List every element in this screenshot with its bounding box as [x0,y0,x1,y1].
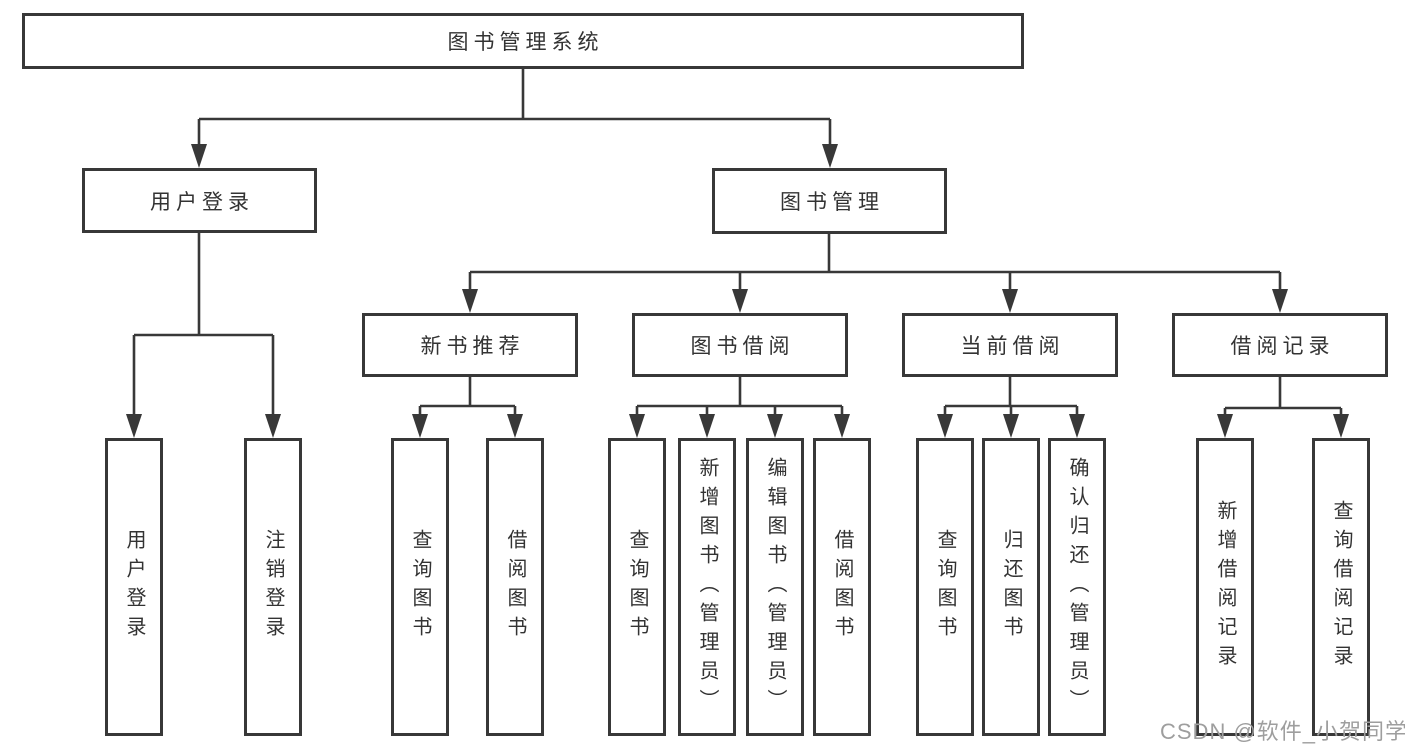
leaf-query-borrow-record: 查询借阅记录 [1312,438,1370,736]
leaf-logout: 注销登录 [244,438,302,736]
node-label: 借阅图书 [504,529,526,645]
node-label: 新增图书（管理员） [696,456,718,718]
node-label: 编辑图书（管理员） [764,456,786,718]
node-book-management: 图书管理 [712,168,947,234]
leaf-borrow-books-recommend: 借阅图书 [486,438,544,736]
node-new-book-recommend: 新书推荐 [362,313,578,377]
node-root: 图书管理系统 [22,13,1024,69]
leaf-user-login: 用户登录 [105,438,163,736]
node-current-borrow: 当前借阅 [902,313,1118,377]
node-label: 查询图书 [626,529,648,645]
node-label: 查询借阅记录 [1330,500,1352,674]
node-label: 用户登录 [150,190,254,214]
leaf-add-book-admin: 新增图书（管理员） [678,438,736,736]
leaf-query-books-recommend: 查询图书 [391,438,449,736]
node-label: 用户登录 [123,529,145,645]
leaf-add-borrow-record: 新增借阅记录 [1196,438,1254,736]
leaf-edit-book-admin: 编辑图书（管理员） [746,438,804,736]
node-label: 图书管理 [780,191,884,214]
node-label: 当前借阅 [960,335,1065,358]
node-book-borrow: 图书借阅 [632,313,848,377]
node-label: 新书推荐 [420,335,525,358]
node-label: 借阅记录 [1230,335,1335,358]
leaf-return-book: 归还图书 [982,438,1040,736]
leaf-query-books-current: 查询图书 [916,438,974,736]
leaf-query-books-borrow: 查询图书 [608,438,666,736]
node-label: 图书借阅 [690,335,795,358]
node-label: 新增借阅记录 [1214,500,1236,674]
leaf-confirm-return-admin: 确认归还（管理员） [1048,438,1106,736]
node-label: 图书管理系统 [447,31,604,54]
node-label: 归还图书 [1000,529,1022,645]
node-label: 确认归还（管理员） [1066,456,1088,718]
leaf-borrow-books: 借阅图书 [813,438,871,736]
node-label: 查询图书 [934,529,956,645]
watermark-text: CSDN @软件_小贺同学 [1160,719,1405,744]
node-label: 注销登录 [262,529,284,645]
node-user-login: 用户登录 [82,168,317,233]
node-label: 借阅图书 [831,529,853,645]
node-label: 查询图书 [409,529,431,645]
node-borrow-records: 借阅记录 [1172,313,1388,377]
